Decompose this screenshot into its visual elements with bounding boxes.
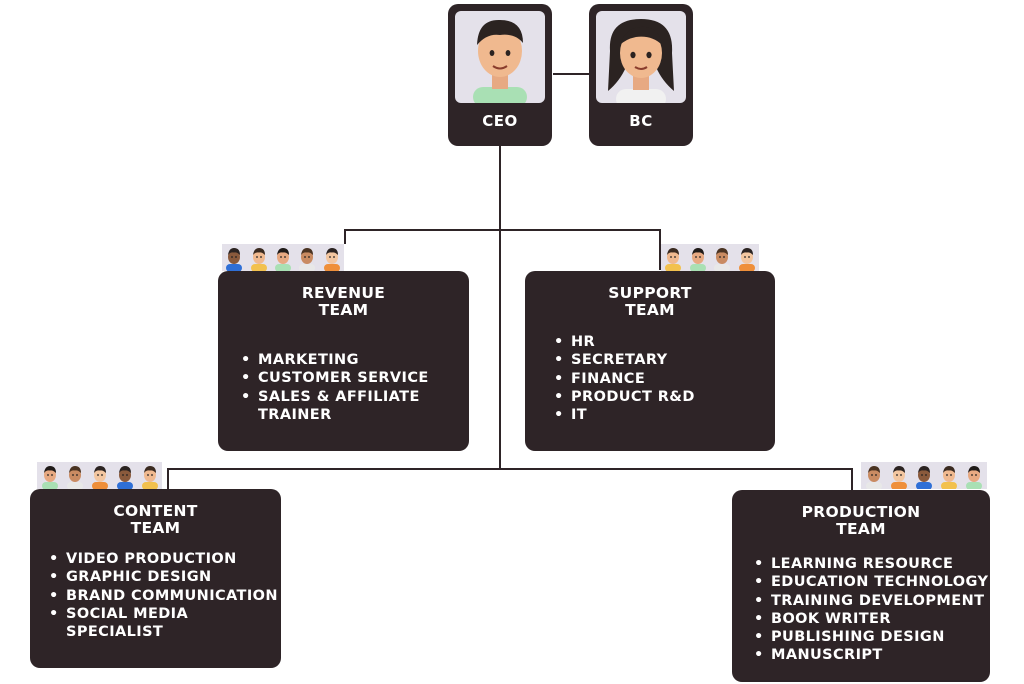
team-member-avatar-icon [711, 245, 733, 271]
ceo-label: CEO [482, 112, 518, 130]
team-member-avatar-icon [139, 463, 161, 489]
content-team-list: VIDEO PRODUCTION GRAPHIC DESIGN BRAND CO… [46, 550, 278, 641]
list-item: EDUCATION TECHNOLOGY [751, 573, 988, 592]
revenue-team-title: REVENUE TEAM [301, 284, 386, 319]
list-item: GRAPHIC DESIGN [46, 568, 278, 587]
team-member-avatar-icon [272, 245, 294, 271]
list-item: SPECIALIST [66, 624, 164, 641]
production-team-title: PRODUCTION TEAM [801, 503, 921, 538]
content-team-members [37, 462, 162, 489]
production-team-list: LEARNING RESOURCE EDUCATION TECHNOLOGY T… [751, 555, 988, 665]
content-team-title: CONTENT TEAM [113, 502, 198, 537]
production-team-members [861, 462, 987, 489]
team-member-avatar-icon [223, 245, 245, 271]
list-item: VIDEO PRODUCTION [46, 550, 278, 569]
bc-label: BC [629, 112, 653, 130]
team-member-avatar-icon [963, 463, 985, 489]
bc-avatar-icon [596, 11, 686, 103]
list-item: MARKETING [238, 351, 429, 370]
team-member-avatar-icon [248, 245, 270, 271]
list-item: SECRETARY [551, 351, 695, 370]
revenue-team-list: MARKETING CUSTOMER SERVICE SALES & AFFIL… [238, 351, 429, 424]
revenue-team-card[interactable]: REVENUE TEAM MARKETING CUSTOMER SERVICE … [218, 271, 469, 451]
team-member-avatar-icon [938, 463, 960, 489]
list-item: SOCIAL MEDIA [46, 605, 278, 624]
content-team-card[interactable]: CONTENT TEAM VIDEO PRODUCTION GRAPHIC DE… [30, 489, 281, 668]
team-member-avatar-icon [114, 463, 136, 489]
list-item: HR [551, 333, 695, 352]
production-team-card[interactable]: PRODUCTION TEAM LEARNING RESOURCE EDUCAT… [732, 490, 990, 682]
list-item: PRODUCT R&D [551, 388, 695, 407]
team-member-avatar-icon [296, 245, 318, 271]
list-item: IT [551, 406, 695, 425]
team-member-avatar-icon [913, 463, 935, 489]
list-item: BRAND COMMUNICATION [46, 587, 278, 606]
team-member-avatar-icon [687, 245, 709, 271]
list-item: SALES & AFFILIATE [238, 388, 429, 407]
list-item: BOOK WRITER [751, 610, 988, 629]
revenue-team-members [222, 244, 344, 271]
team-member-avatar-icon [89, 463, 111, 489]
list-item: TRAINING DEVELOPMENT [751, 592, 988, 611]
team-member-avatar-icon [321, 245, 343, 271]
bc-card[interactable]: BC [589, 4, 693, 146]
support-team-title: SUPPORT TEAM [608, 284, 692, 319]
list-item: LEARNING RESOURCE [751, 555, 988, 574]
list-item: MANUSCRIPT [751, 646, 988, 665]
support-team-list: HR SECRETARY FINANCE PRODUCT R&D IT [551, 333, 695, 425]
list-item: PUBLISHING DESIGN [751, 628, 988, 647]
team-member-avatar-icon [736, 245, 758, 271]
list-item: CUSTOMER SERVICE [238, 369, 429, 388]
team-member-avatar-icon [888, 463, 910, 489]
team-member-avatar-icon [863, 463, 885, 489]
list-item: TRAINER [258, 406, 332, 423]
support-team-card[interactable]: SUPPORT TEAM HR SECRETARY FINANCE PRODUC… [525, 271, 775, 451]
team-member-avatar-icon [662, 245, 684, 271]
team-member-avatar-icon [39, 463, 61, 489]
team-member-avatar-icon [64, 463, 86, 489]
support-team-members [661, 244, 759, 271]
ceo-card[interactable]: CEO [448, 4, 552, 146]
ceo-avatar-icon [455, 11, 545, 103]
list-item: FINANCE [551, 370, 695, 389]
